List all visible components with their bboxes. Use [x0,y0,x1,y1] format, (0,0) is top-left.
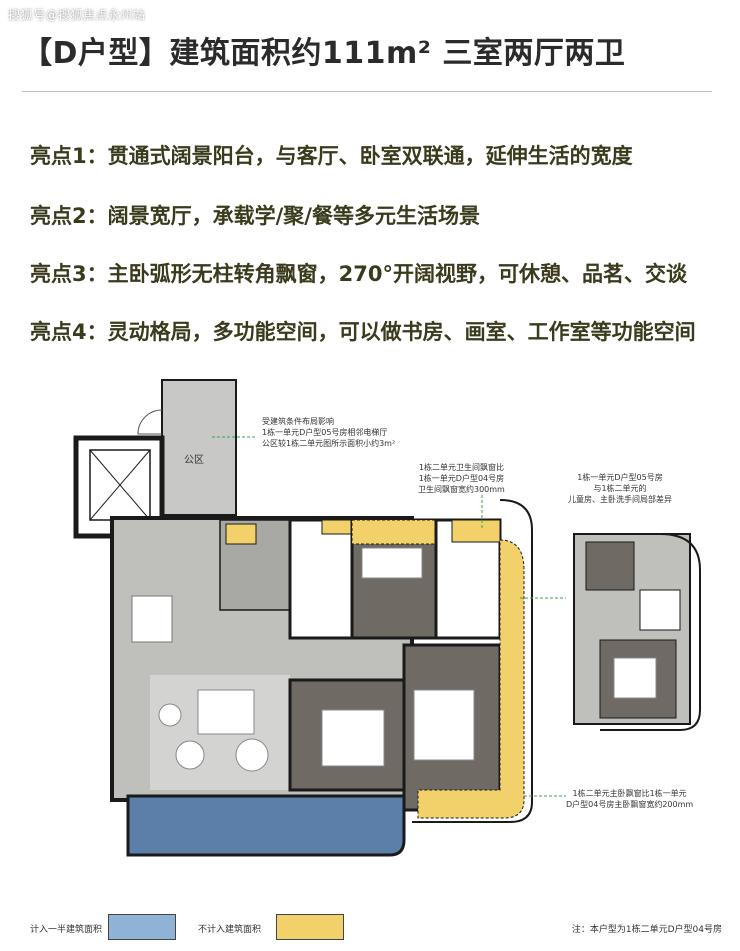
note-line: D户型04号房主卧飘窗宽约200mm [566,800,694,809]
note-line: 儿童房、主卧洗手间局部差异 [568,495,672,504]
dining-table [131,595,173,643]
note-unit-05: 1栋一单元D户型05号房 与1栋二单元的 儿童房、主卧洗手间局部差异 [568,472,672,505]
master-bedroom-bed [413,689,475,761]
door-swing [137,409,163,435]
note-line: 卫生间飘窗宽约300mm [418,485,505,494]
note-line: 1栋二单元卫生间飘窗比 [418,463,504,472]
note-line: 1栋一单元D户型05号房相邻电梯厅 [262,428,388,437]
highlight-3: 亮点3：主卧弧形无柱转角飘窗，270°开阔视野，可休憩、品茗、交谈 [30,262,687,286]
note-line: 1栋二单元主卧飘窗比1栋一单元 [572,789,687,798]
note-line: 1栋一单元D户型05号房 [577,473,663,482]
note-line: 受建筑条件布局影响 [262,417,334,426]
note-public-area: 受建筑条件布局影响 1栋一单元D户型05号房相邻电梯厅 公区较1栋二单元图所示面… [262,416,395,449]
highlight-2: 亮点2：阔景宽厅，承载学/聚/餐等多元生活场景 [30,204,480,228]
elevator-cross-b [89,449,151,521]
bay-window-curve [412,499,533,823]
alt-bedroom-top [585,541,635,591]
watermark: 搜狐号@搜狐焦点永州站 [8,8,146,22]
title-divider [22,91,712,92]
alt-curve [600,533,701,731]
armchair-3 [175,740,205,770]
legend-no-area-label: 不计入建筑面积 [198,925,262,935]
bathroom-1-window [321,519,353,535]
note-bathroom-window: 1栋二单元卫生间飘窗比 1栋一单元D户型04号房 卫生间飘窗宽约300mm [418,462,505,495]
footnote: 注：本户型为1栋二单元D户型04号房 [571,925,722,935]
public-area-label: 公区 [184,454,204,466]
note-master-window: 1栋二单元主卧飘窗比1栋一单元 D户型04号房主卧飘窗宽约200mm [566,788,693,810]
legend-half-area-label: 计入一半建筑面积 [30,925,103,935]
legend-half-area-swatch [108,914,176,940]
highlight-4: 亮点4：灵动格局，多功能空间，可以做书房、画室、工作室等功能空间 [30,320,696,344]
armchair-2 [235,738,269,772]
balcony [126,794,406,857]
legend-no-area-swatch [276,914,344,940]
page-title: 【D户型】建筑面积约111m² 三室两厅两卫 [22,36,626,71]
bedroom-2-bed [321,709,385,767]
note-line: 1栋一单元D户型04号房 [418,474,505,483]
bathroom-1 [288,518,354,640]
note-line: 公区较1栋二单元图所示面积小约3m² [262,439,396,448]
alternate-plan [573,533,701,731]
bedroom-3-window [351,519,437,545]
bedroom-3-bed [361,547,423,579]
alt-bed [613,657,657,699]
note-line: 与1栋二单元的 [593,484,647,493]
sofa [197,689,255,735]
floor-plan: 公区 [73,379,701,857]
bathroom-2-window [451,519,501,543]
kitchen-sink [225,523,257,545]
armchair-1 [158,703,182,727]
public-area [161,379,237,516]
master-bay-window [417,539,525,819]
alt-bathroom [639,589,681,631]
highlight-1: 亮点1：贯通式阔景阳台，与客厅、卧室双联通，延伸生活的宽度 [30,144,633,168]
